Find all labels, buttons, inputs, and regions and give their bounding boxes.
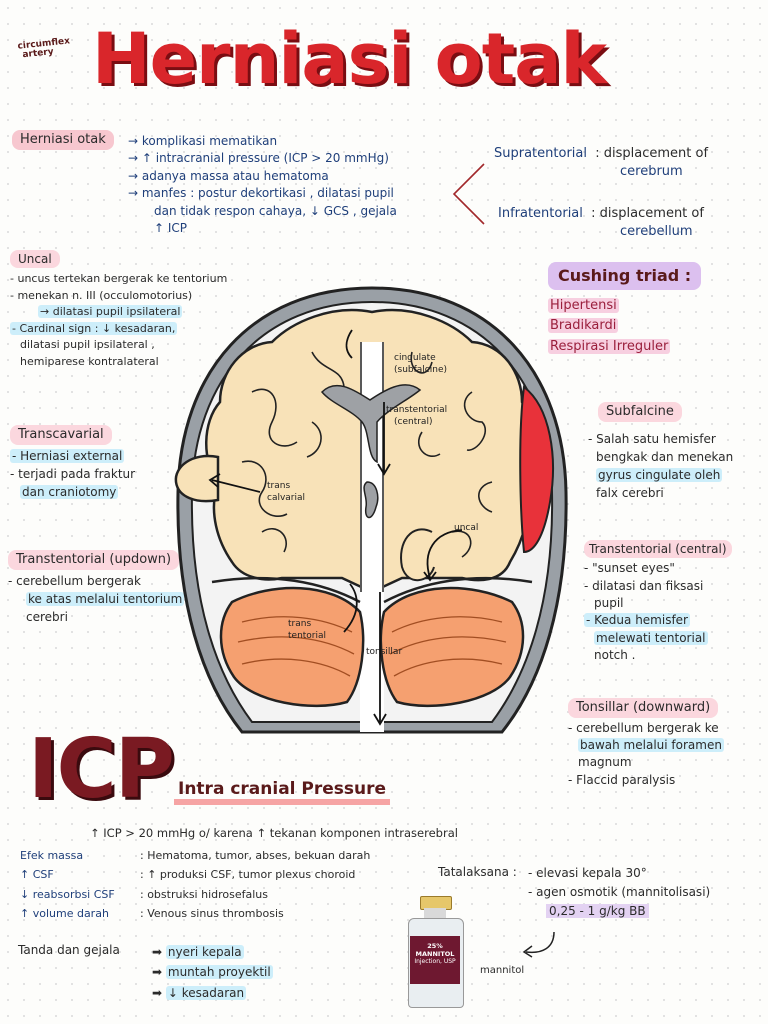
transcavarial-section: Transcavarial - Herniasi external - terj… xyxy=(10,425,136,499)
label-uncal: uncal xyxy=(454,523,478,533)
subfalcine-section: Subfalcine - Salah satu hemisfer bengkak… xyxy=(588,402,734,500)
brain-herniation-diagram: cingulate (subfalcine) transtentorial (c… xyxy=(174,286,568,734)
icp-subtitle: Intra cranial Pressure xyxy=(174,778,391,805)
cushing-triad: Cushing triad : Hipertensi Bradikardi Re… xyxy=(548,262,702,358)
transcalvarial-bulge xyxy=(174,454,220,503)
label-trans-tentorial-1: trans xyxy=(288,619,311,629)
tatalaksana-label: Tatalaksana : xyxy=(438,865,517,879)
supratentorial: Supratentorial : displacement of cerebru… xyxy=(494,146,709,180)
tanda-gejala-list: ➡ nyeri kepala ➡ muntah proyektil ➡ ↓ ke… xyxy=(152,945,273,1000)
cerebellum-left xyxy=(219,586,365,708)
curved-arrow-icon xyxy=(522,931,555,958)
icp-definition: ↑ ICP > 20 mmHg o/ karena ↑ tekanan komp… xyxy=(90,826,458,840)
corner-note: circumflex artery xyxy=(17,36,71,61)
label-tonsillar: tonsillar xyxy=(366,647,402,657)
label-trans-calvarial-2: calvarial xyxy=(267,493,305,503)
definition-lines: → komplikasi mematikan → ↑ intracranial … xyxy=(128,134,397,235)
hematoma xyxy=(519,385,554,554)
mannitol-caption: mannitol xyxy=(480,965,525,976)
icp-heading: ICP xyxy=(28,722,175,817)
definition-label: Herniasi otak xyxy=(12,130,114,150)
label-central: (central) xyxy=(394,417,432,427)
tanda-gejala-label: Tanda dan gejala xyxy=(18,943,120,957)
mannitol-bottle: 25% MANNITOL Injection, USP xyxy=(406,896,464,1008)
bracket-icon xyxy=(452,163,485,225)
label-trans-calvarial-1: trans xyxy=(267,481,290,491)
transtentorial-central-section: Transtentorial (central) - "sunset eyes"… xyxy=(584,540,732,665)
label-subfalcine: (subfalcine) xyxy=(394,365,447,375)
icp-causes: Efek massa: Hematoma, tumor, abses, beku… xyxy=(20,849,371,920)
label-trans-tentorial-2: tentorial xyxy=(288,631,326,641)
ventricle xyxy=(320,384,422,464)
transtentorial-updown-section: Transtentorial (updown) - cerebellum ber… xyxy=(8,550,185,624)
uncal-section: Uncal - uncus tertekan bergerak ke tento… xyxy=(10,250,228,368)
label-cingulate: cingulate xyxy=(394,353,436,363)
tonsillar-section: Tonsillar (downward) - cerebellum berger… xyxy=(568,698,724,787)
label-transtentorial: transtentorial xyxy=(386,405,447,415)
cerebellum-right xyxy=(379,586,525,708)
infratentorial: Infratentorial : displacement of cerebel… xyxy=(498,206,704,240)
tatalaksana-list: - elevasi kepala 30° - agen osmotik (man… xyxy=(528,866,711,919)
page-title: Herniasi otak xyxy=(92,18,607,100)
